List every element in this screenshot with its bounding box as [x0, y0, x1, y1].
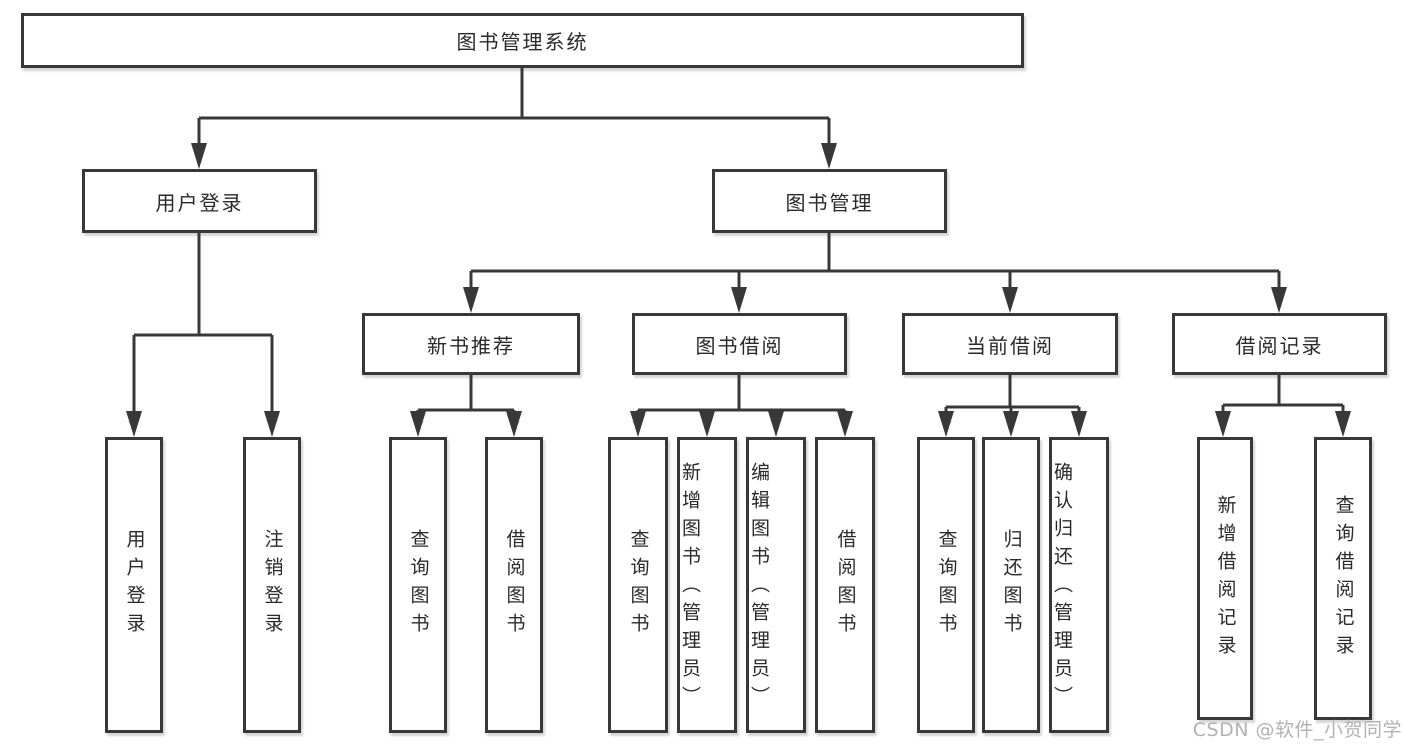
leaf-query-borrow-record: 查询借阅记录	[1314, 437, 1372, 720]
node-label: 注销登录	[261, 529, 284, 641]
leaf-confirm-return-admin: 确认归还（管理员）	[1049, 437, 1109, 733]
node-label: 图书管理	[785, 190, 874, 215]
node-label: 用户登录	[155, 190, 244, 215]
leaf-query-books-current: 查询图书	[917, 437, 975, 733]
node-label: 新书推荐	[427, 333, 515, 358]
node-label: 图书管理系统	[456, 30, 589, 54]
leaf-logout: 注销登录	[243, 437, 301, 733]
node-label: 当前借阅	[966, 333, 1054, 358]
node-label: 借阅图书	[503, 529, 526, 641]
node-label: 新增图书（管理员）	[679, 462, 701, 714]
node-label: 查询借阅记录	[1332, 494, 1355, 663]
node-label: 查询图书	[627, 529, 650, 641]
node-new-book-recommend: 新书推荐	[362, 313, 580, 375]
node-label: 查询图书	[935, 529, 958, 641]
node-current-borrow: 当前借阅	[902, 313, 1118, 375]
node-label: 归还图书	[1000, 529, 1023, 641]
leaf-edit-books-admin: 编辑图书（管理员）	[746, 437, 806, 733]
leaf-borrow-books: 借阅图书	[815, 437, 875, 733]
node-book-management: 图书管理	[712, 169, 947, 233]
leaf-query-books-recommend: 查询图书	[389, 437, 447, 733]
node-label: 图书借阅	[695, 333, 784, 358]
leaf-user-login: 用户登录	[105, 437, 163, 733]
node-borrow-records: 借阅记录	[1172, 313, 1387, 375]
node-book-borrow: 图书借阅	[632, 313, 847, 375]
node-label: 查询图书	[407, 529, 430, 641]
leaf-add-books-admin: 新增图书（管理员）	[677, 437, 737, 733]
leaf-add-borrow-record: 新增借阅记录	[1197, 437, 1253, 720]
node-label: 借阅图书	[834, 529, 857, 641]
node-label: 借阅记录	[1235, 333, 1324, 358]
csdn-watermark: CSDN @软件_小贺同学	[1192, 719, 1402, 741]
node-label: 编辑图书（管理员）	[748, 462, 770, 714]
node-library-management-system: 图书管理系统	[21, 13, 1024, 68]
node-label: 确认归还（管理员）	[1051, 462, 1073, 714]
leaf-borrow-books-recommend: 借阅图书	[485, 437, 543, 733]
node-label: 用户登录	[123, 529, 146, 641]
node-label: 新增借阅记录	[1214, 494, 1237, 663]
leaf-return-books: 归还图书	[982, 437, 1040, 733]
leaf-query-books-borrow: 查询图书	[608, 437, 668, 733]
arrowheads	[126, 143, 1351, 437]
node-user-login: 用户登录	[82, 169, 317, 233]
